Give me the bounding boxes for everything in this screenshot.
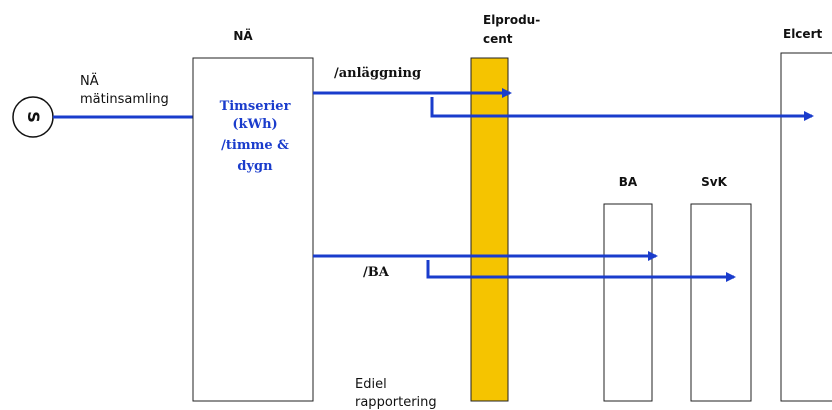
na-content-line2: (kWh) [232, 117, 277, 132]
svk-title: SvK [701, 175, 727, 189]
flow-arrow-to-elcert [430, 97, 814, 121]
ba-title: BA [619, 175, 638, 189]
na-content-line1: Timserier [220, 99, 291, 114]
meter-symbol: S [12, 96, 54, 138]
na-content-line4: dygn [237, 159, 273, 174]
flow-label-anlaggning: /anläggning [334, 66, 421, 81]
flow-label-ba: /BA [363, 265, 390, 280]
elcert-title: Elcert [783, 27, 822, 41]
meter-label-line1: NÄ [80, 73, 99, 89]
na-title: NÄ [233, 28, 253, 43]
elproducent-bar [470, 57, 509, 402]
ba-box [603, 203, 653, 402]
elcert-box [780, 52, 832, 402]
meter-label-line2: mätinsamling [80, 92, 169, 107]
flow-arrow-to-svk [426, 260, 736, 282]
na-content-line3: /timme & [221, 138, 289, 153]
elproducent-title-line1: Elprodu- [483, 13, 540, 27]
meter-symbol-letter: S [24, 111, 43, 123]
svk-box [690, 203, 752, 402]
ediel-label-line2: rapportering [355, 395, 437, 410]
elproducent-title-line2: cent [483, 32, 513, 46]
na-box [192, 57, 314, 402]
ediel-label-line1: Ediel [355, 377, 387, 392]
